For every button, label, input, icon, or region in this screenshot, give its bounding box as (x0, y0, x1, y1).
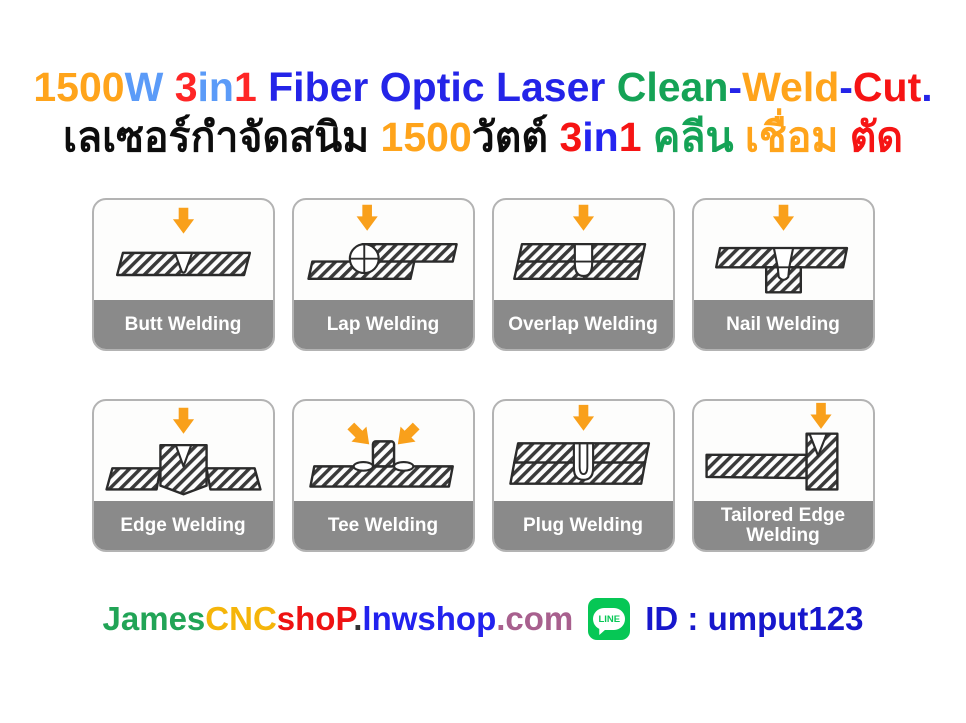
card-plug-welding: Plug Welding (491, 399, 675, 553)
down-arrow-icon (172, 407, 194, 434)
card-butt-welding: Butt Welding (91, 198, 275, 352)
card-tee-welding: Tee Welding (291, 399, 475, 553)
title-line-english: 1500W 3in1 Fiber Optic Laser Clean-Weld-… (33, 64, 933, 110)
card-label: Tailored Edge Welding (693, 501, 873, 551)
card-overlap-welding: Overlap Welding (491, 198, 675, 352)
card-label: Plug Welding (493, 501, 673, 551)
down-arrow-icon (809, 402, 832, 429)
butt-welding-diagram (115, 207, 251, 277)
shop-website-text: JamesCNCshoP.lnwshop.com (102, 600, 574, 638)
lap-welding-diagram (306, 204, 458, 281)
tee-welding-diagram (308, 418, 454, 488)
line-bubble-label: LINE (598, 613, 621, 625)
down-right-arrow-icon (342, 418, 377, 452)
down-arrow-icon (572, 204, 594, 231)
card-tailored-edge-welding: Tailored Edge Welding (691, 399, 875, 553)
card-label: Tee Welding (293, 501, 473, 551)
card-label: Edge Welding (93, 501, 273, 551)
welding-types-row-2: Edge Welding Tee Welding Plug Welding (91, 399, 875, 553)
nail-welding-diagram (714, 204, 848, 294)
line-app-icon: LINE (588, 598, 631, 641)
card-nail-welding: Nail Welding (691, 198, 875, 352)
down-arrow-icon (572, 404, 594, 431)
card-label: Nail Welding (693, 300, 873, 350)
plug-welding-diagram (508, 404, 650, 485)
down-arrow-icon (772, 204, 794, 231)
edge-welding-diagram (104, 407, 262, 496)
card-label: Lap Welding (293, 300, 473, 350)
line-id-text: ID : umput123 (645, 600, 864, 638)
down-left-arrow-icon (389, 418, 424, 452)
card-label: Overlap Welding (493, 300, 673, 350)
page-title: 1500W 3in1 Fiber Optic Laser Clean-Weld-… (33, 62, 932, 162)
tailored-edge-welding-diagram (704, 402, 839, 491)
card-label: Butt Welding (93, 300, 273, 350)
overlap-welding-diagram (512, 204, 646, 281)
title-line-thai: เลเซอร์กำจัดสนิม 1500วัตต์ 3in1 คลีน เชื… (62, 114, 904, 161)
line-bubble-icon: LINE (593, 608, 626, 631)
footer: JamesCNCshoP.lnwshop.com LINE ID : umput… (102, 598, 864, 641)
down-arrow-icon (356, 204, 378, 231)
card-lap-welding: Lap Welding (291, 198, 475, 352)
down-arrow-icon (172, 207, 194, 234)
welding-types-row-1: Butt Welding Lap Welding Overlap Weldin (91, 198, 875, 352)
card-edge-welding: Edge Welding (91, 399, 275, 553)
